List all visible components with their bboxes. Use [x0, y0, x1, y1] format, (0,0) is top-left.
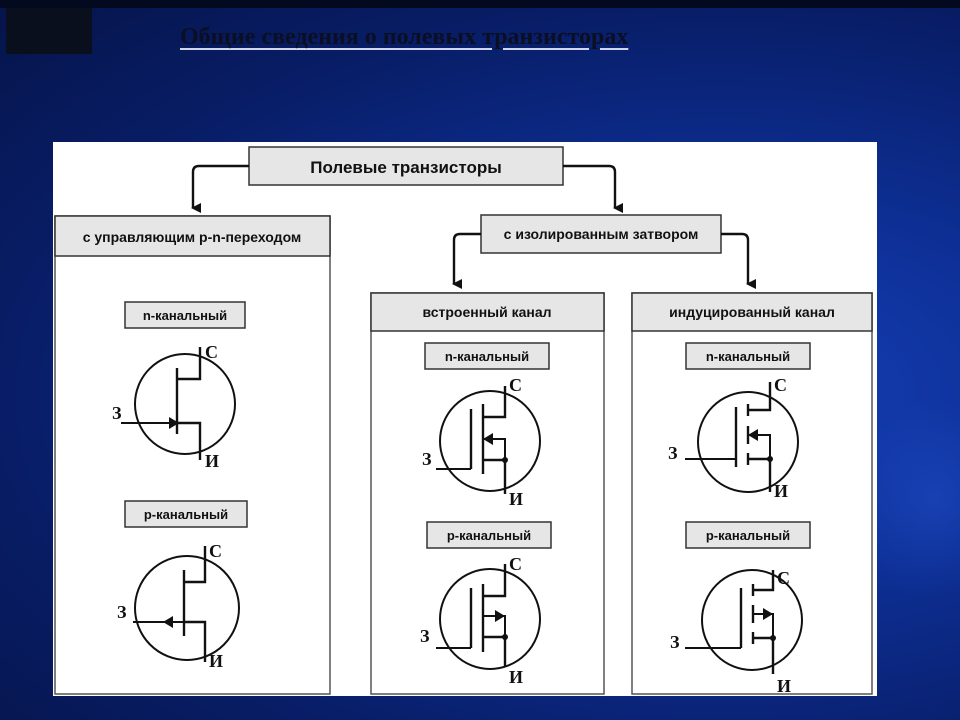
induced-column: индуцированный канал: [631, 292, 873, 695]
arrow-to-induced: [721, 232, 756, 289]
induced-n-label: n-канальный: [706, 349, 790, 364]
jfet-p-drain: С: [209, 541, 222, 561]
induced-n-gate: З: [668, 443, 678, 463]
induced-n-drain: С: [774, 375, 787, 395]
induced-label: индуцированный канал: [669, 304, 835, 320]
builtin-p-label: p-канальный: [447, 528, 531, 543]
left-branch-column: с управляющим p-n-переходом: [54, 215, 331, 695]
jfet-p-gate: З: [117, 602, 127, 622]
classification-diagram: Полевые транзисторы с управляющим p-n-пе…: [54, 146, 873, 696]
left-branch-label: с управляющим p-n-переходом: [83, 229, 302, 245]
root-node: Полевые транзисторы: [248, 146, 564, 186]
builtin-label: встроенный канал: [422, 304, 551, 320]
root-label: Полевые транзисторы: [310, 158, 502, 177]
right-branch-label: с изолированным затвором: [504, 226, 699, 242]
jfet-n-source: И: [205, 451, 219, 471]
jfet-n-drain: С: [205, 342, 218, 362]
jfet-n-gate: З: [112, 403, 122, 423]
diagram-panel: Полевые транзисторы с управляющим p-n-пе…: [53, 142, 877, 696]
top-strip: [0, 0, 960, 8]
induced-p-channel: p-канальный С З И: [670, 521, 811, 696]
builtin-column: встроенный канал: [370, 292, 605, 695]
induced-n-source: И: [774, 481, 788, 501]
builtin-p-source: И: [509, 667, 523, 687]
builtin-n-source: И: [509, 489, 523, 509]
induced-p-label: p-канальный: [706, 528, 790, 543]
arrow-to-left-branch: [191, 164, 249, 213]
builtin-n-channel: n-канальный С З И: [422, 342, 550, 509]
builtin-p-channel: p-канальный С З И: [420, 521, 552, 687]
builtin-n-gate: З: [422, 449, 432, 469]
jfet-p-source: И: [209, 651, 223, 671]
slide-title: Общие сведения о полевых транзисторах: [180, 24, 629, 50]
induced-p-source: И: [777, 676, 791, 696]
jfet-n-channel: n-канальный С З И: [112, 301, 246, 471]
induced-p-gate: З: [670, 632, 680, 652]
builtin-n-drain: С: [509, 375, 522, 395]
jfet-p-channel: p-канальный С З И: [117, 500, 248, 671]
right-branch-node: с изолированным затвором: [480, 214, 722, 254]
arrow-to-builtin: [452, 232, 481, 289]
jfet-p-label: p-канальный: [144, 507, 228, 522]
induced-n-channel: n-канальный С З И: [668, 342, 811, 501]
builtin-p-gate: З: [420, 626, 430, 646]
corner-block: [6, 8, 92, 54]
builtin-n-label: n-канальный: [445, 349, 529, 364]
builtin-p-drain: С: [509, 554, 522, 574]
induced-p-drain: С: [777, 568, 790, 588]
arrow-to-right-branch: [563, 164, 623, 213]
jfet-n-label: n-канальный: [143, 308, 227, 323]
